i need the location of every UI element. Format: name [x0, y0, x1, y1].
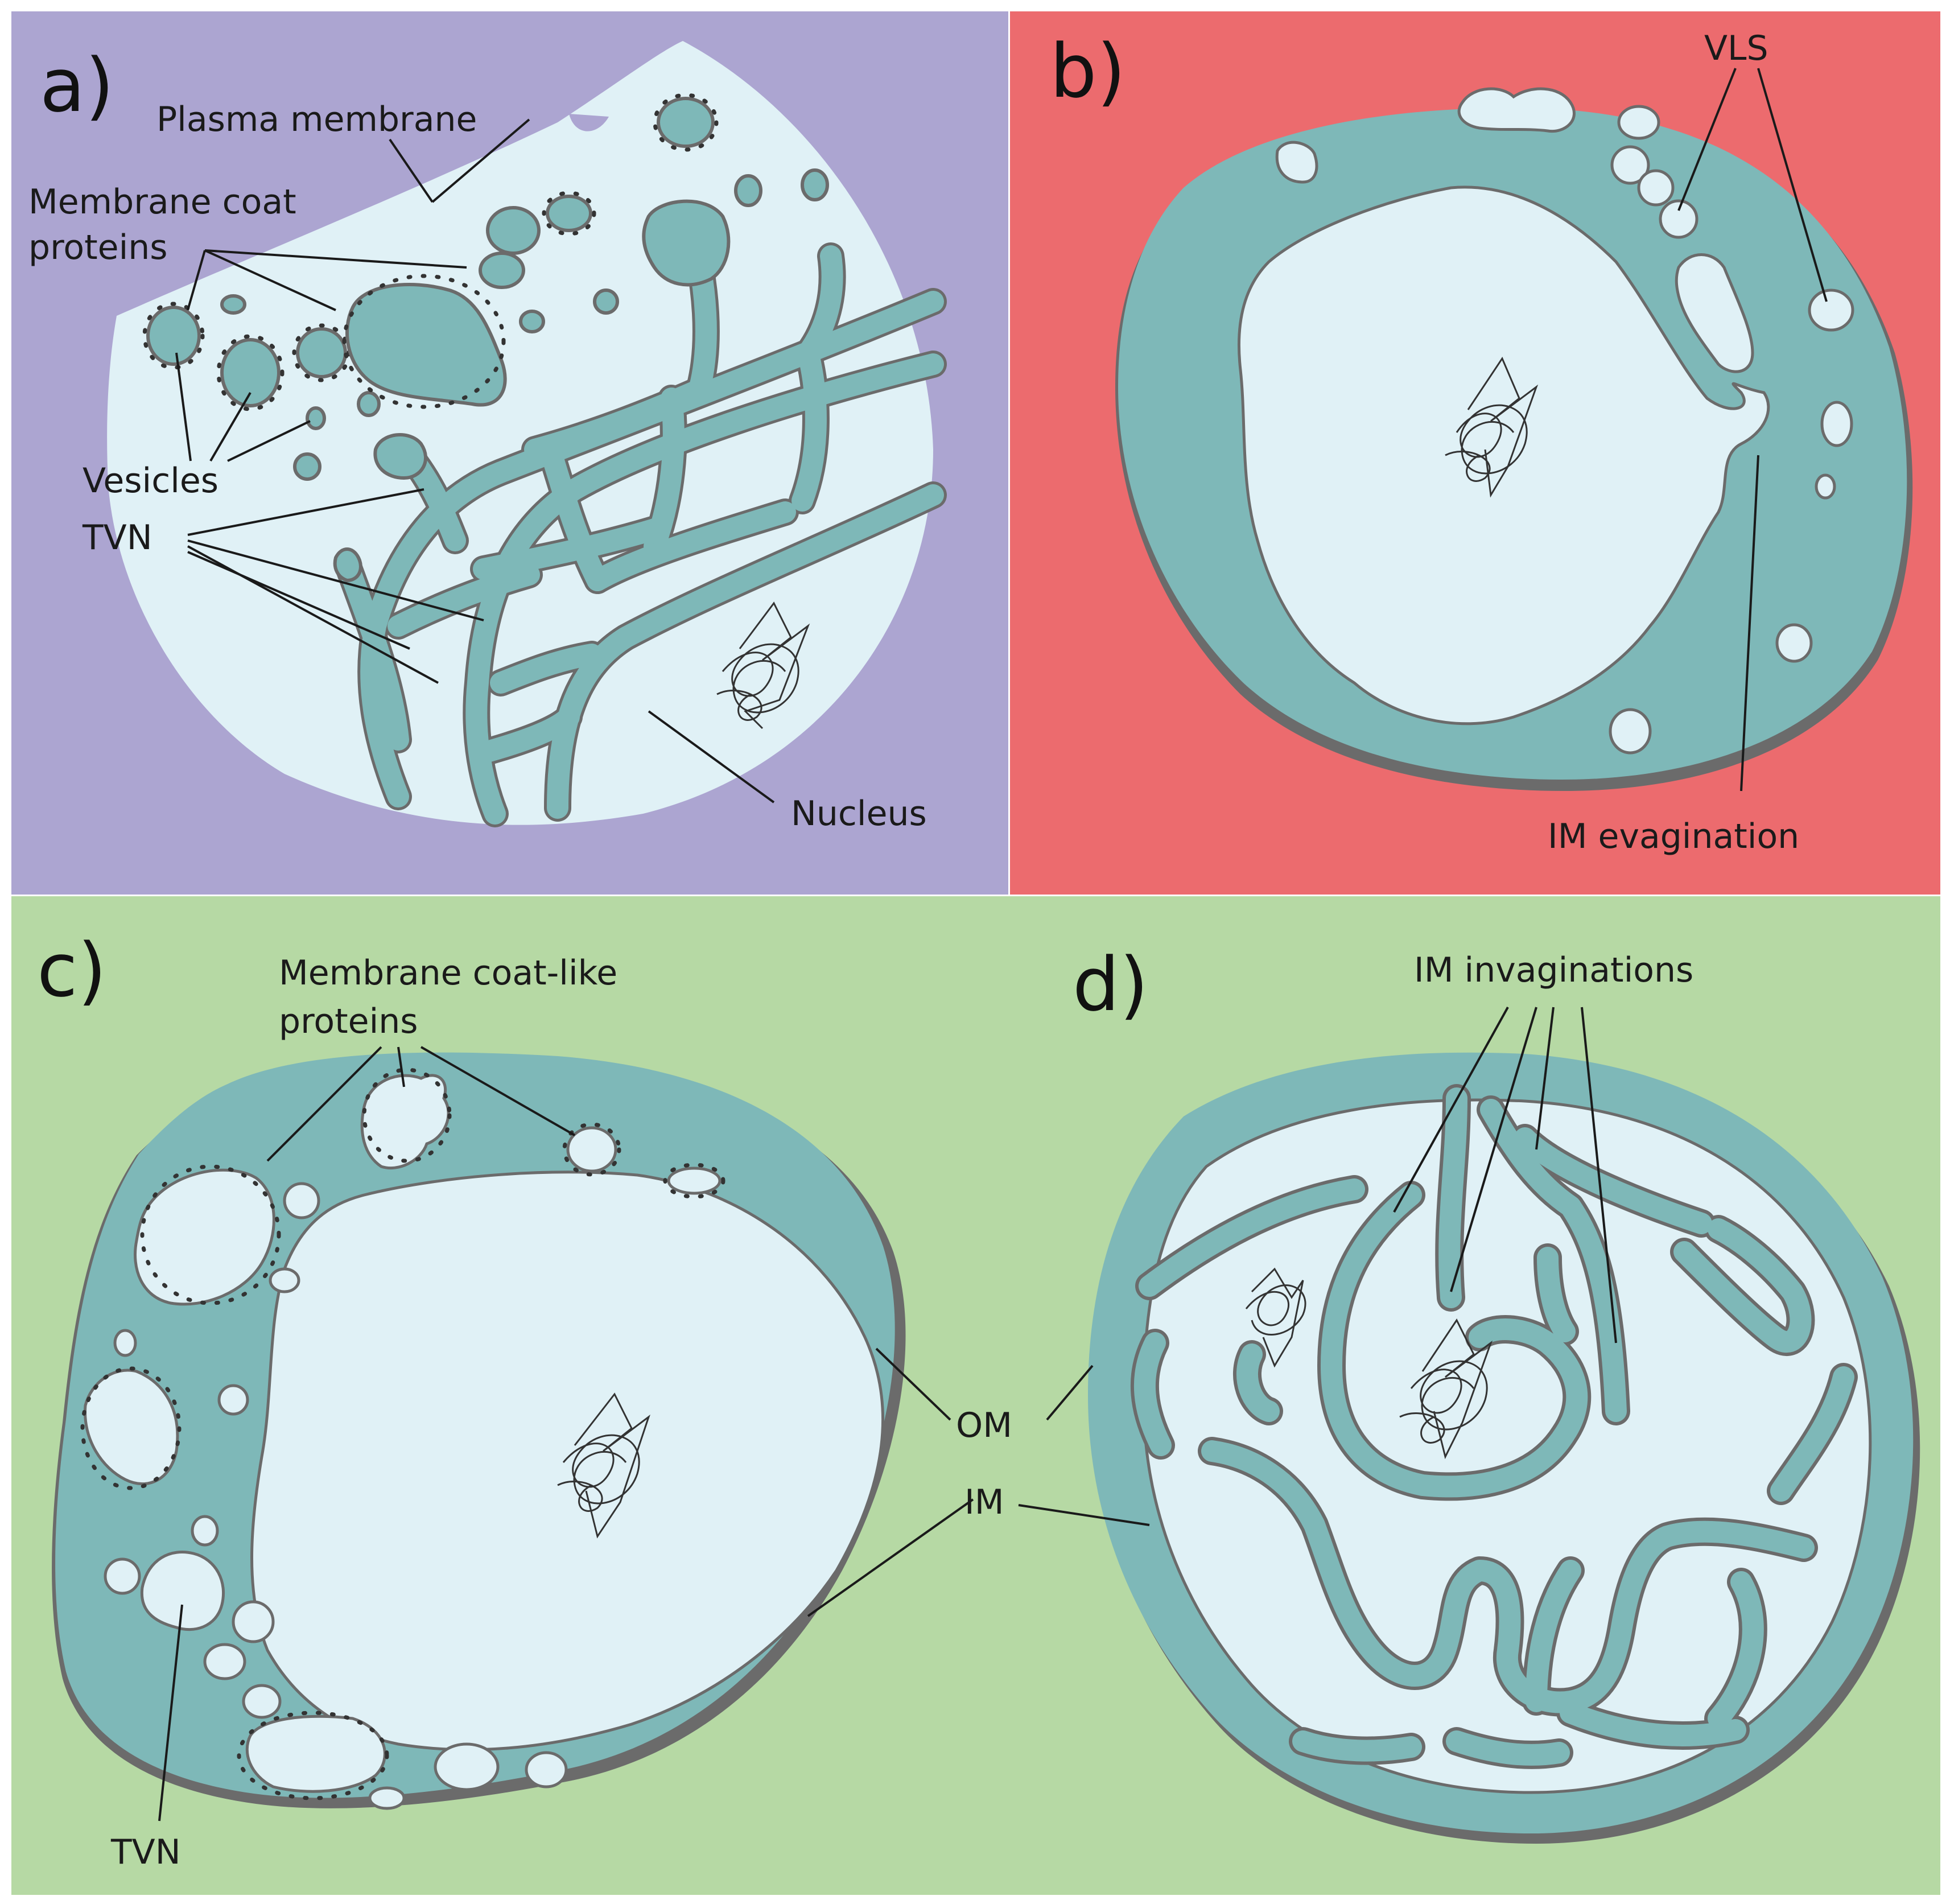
- vesicle: [357, 391, 381, 417]
- panel-b-letter: b): [1050, 28, 1126, 114]
- panel-d-invaginations: [1130, 1084, 1858, 1769]
- panel-c-tvn: [84, 1074, 722, 1810]
- label-tvn-c: TVN: [110, 1832, 181, 1872]
- vesicle: [546, 195, 592, 232]
- panel-a-tvn: [333, 225, 947, 827]
- panel-d-letter: d): [1073, 941, 1148, 1028]
- label-nucleus: Nucleus: [791, 794, 927, 834]
- vesicle: [306, 406, 326, 430]
- panel-a-chromatin: [716, 601, 810, 730]
- label-om: OM: [956, 1406, 1012, 1445]
- vesicle: [479, 252, 525, 289]
- panel-a-tvn-lobe: [642, 199, 731, 287]
- label-coat-like-line2: proteins: [279, 1002, 418, 1041]
- labels: a) Plasma membrane Membrane coat protein…: [28, 28, 1799, 1872]
- label-tvn-a: TVN: [82, 518, 152, 558]
- vesicle: [220, 338, 281, 407]
- panel-a-tvn-lobe: [345, 283, 507, 407]
- vesicle: [519, 310, 545, 333]
- label-vls: VLS: [1704, 28, 1768, 68]
- leader-lines: [158, 68, 1828, 1821]
- panel-c-inner: [250, 1171, 885, 1751]
- panel-c-coat-like-proteins: [80, 1068, 725, 1800]
- panel-d-chromatin: [1245, 1267, 1493, 1460]
- label-membrane-coat-line2: proteins: [28, 228, 168, 267]
- vesicle: [293, 452, 321, 481]
- panel-b-chromatin: [1445, 356, 1539, 498]
- vesicle: [146, 306, 201, 366]
- vesicle: [734, 174, 762, 207]
- vesicle: [486, 206, 541, 255]
- label-im-invaginations: IM invaginations: [1414, 950, 1693, 990]
- panel-a-tvn-lobe: [333, 547, 362, 583]
- panel-a-vesicles: [146, 97, 829, 481]
- panel-c-chromatin: [557, 1392, 650, 1539]
- panel-b-inner: [1238, 186, 1770, 726]
- panel-c: [52, 1052, 906, 1810]
- label-im: IM: [964, 1482, 1004, 1522]
- panel-a: [11, 11, 1008, 895]
- panel-a-tvn-lobe: [373, 433, 428, 480]
- panel-d: [1088, 1052, 1920, 1844]
- label-plasma-membrane: Plasma membrane: [156, 100, 477, 139]
- panel-a-letter: a): [40, 42, 114, 129]
- panel-c-letter: c): [37, 927, 106, 1013]
- vesicle: [801, 168, 829, 201]
- label-membrane-coat-line1: Membrane coat: [28, 182, 296, 222]
- panel-b-vls: [1275, 87, 1854, 755]
- panel-a-pm-notch: [569, 114, 609, 131]
- label-coat-like-line1: Membrane coat-like: [279, 953, 617, 993]
- vesicle: [593, 289, 619, 315]
- label-im-evagination: IM evagination: [1548, 817, 1799, 856]
- panel-b: [1010, 11, 1940, 895]
- vesicle: [296, 327, 347, 378]
- vesicle: [657, 97, 715, 148]
- vesicle: [220, 294, 246, 315]
- label-vesicles: Vesicles: [83, 461, 219, 501]
